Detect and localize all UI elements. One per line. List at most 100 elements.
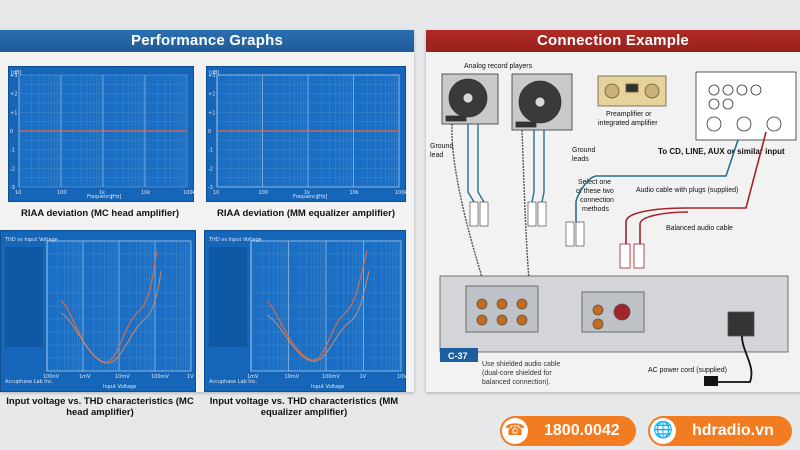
power-cord — [718, 335, 753, 383]
y-ticks: +3+2+10-1-2-3 — [10, 73, 17, 191]
x-tick-label: 10V — [397, 374, 407, 380]
x-tick-label: 10 — [15, 190, 21, 196]
x-axis-label: Frequency — [293, 194, 319, 200]
cable-plugs — [469, 201, 585, 247]
footer-label: Accuphase Lab Inc. — [5, 379, 54, 385]
y-ticks: +3+2+10-1-2-3 — [208, 73, 215, 191]
x-tick-label: 10 — [213, 190, 219, 196]
thd-mc-graph: THD vs Input Voltage 100nV 1mV 10mV 100mV 1V… — [0, 230, 196, 392]
xlr-plugs — [619, 243, 645, 269]
connection-example-title: Connection Example — [426, 30, 800, 52]
x-ticks: 10 100 1k 10k 100k — [213, 190, 408, 196]
x-unit: [Hz] — [111, 194, 121, 200]
to-inputs-label: To CD, LINE, AUX or similar input — [658, 147, 785, 156]
unit-label: [dB] — [11, 70, 22, 76]
y-tick-label: +3 — [208, 73, 215, 79]
y-tick-label: 0 — [10, 129, 13, 135]
y-tick-label: -3 — [208, 185, 213, 191]
note-line1: Use shielded audio cable — [482, 361, 560, 368]
unit-label: [dB] — [209, 70, 220, 76]
x-tick-label: 10k — [350, 190, 359, 196]
preamp-input-panel — [695, 71, 797, 141]
y-tick-label: -3 — [10, 185, 15, 191]
select-line3: connection — [580, 197, 614, 204]
balanced-cable-label: Balanced audio cable — [666, 225, 733, 232]
ground-lead-line1: Ground — [430, 143, 453, 150]
performance-graphs-title: Performance Graphs — [0, 30, 414, 52]
phone-bar[interactable]: ☎ 1800.0042 — [500, 416, 636, 446]
y-tick-label: +1 — [10, 110, 17, 116]
output-cables — [575, 131, 767, 244]
riaa-mm-caption: RIAA deviation (MM equalizer amplifier) — [216, 208, 396, 219]
x-tick-label: 1mV — [247, 374, 259, 380]
preamp-label-line1: Preamplifier or — [606, 111, 652, 118]
globe-icon: 🌐 — [650, 418, 676, 444]
y-tick-label: 0 — [208, 129, 211, 135]
connection-example-panel: Connection Example Analog record players… — [426, 30, 800, 392]
ground-lead-line2: lead — [430, 152, 443, 159]
x-tick-label: 1k — [304, 190, 310, 196]
x-tick-label: 10mV — [115, 374, 130, 380]
footer-label: Accuphase Lab Inc. — [209, 379, 258, 385]
phone-number: 1800.0042 — [544, 422, 620, 439]
thd-curve-1 — [60, 250, 158, 363]
x-tick-label: 100mV — [151, 374, 169, 380]
preamp-label-line2: integrated amplifier — [598, 120, 658, 127]
y-tick-label: +2 — [208, 92, 215, 98]
thd-mc-caption: Input voltage vs. THD characteristics (M… — [6, 396, 194, 418]
y-tick-label: +3 — [10, 73, 17, 79]
thd-curve-2 — [60, 270, 162, 364]
thd-curve-2 — [266, 270, 370, 362]
y-tick-label: -2 — [208, 166, 213, 172]
website-bar[interactable]: 🌐 hdradio.vn — [648, 416, 792, 446]
x-tick-label: 100mV — [322, 374, 340, 380]
settings-list — [209, 247, 247, 347]
note-line3: balanced connection). — [482, 379, 551, 386]
thd-mc-plot: THD vs Input Voltage 100nV 1mV 10mV 100mV 1V… — [4, 237, 194, 390]
x-tick-label: 100k — [183, 190, 196, 196]
select-line4: methods — [582, 206, 609, 213]
phone-icon: ☎ — [502, 418, 528, 444]
x-tick-label: 10k — [141, 190, 150, 196]
thd-mm-caption: Input voltage vs. THD characteristics (M… — [209, 396, 399, 418]
turntable-1 — [441, 73, 499, 125]
power-cord-label: AC power cord (supplied) — [648, 367, 727, 374]
thd-grid-lines — [46, 241, 191, 371]
connection-diagram: Analog record players Preamplifier or in… — [430, 63, 797, 386]
settings-list — [5, 247, 43, 347]
corner-title: THD vs Input Voltage — [208, 237, 262, 243]
corner-title: THD vs Input Voltage — [4, 237, 58, 243]
ground-leads-line1: Ground — [572, 147, 595, 154]
turntable-2 — [511, 73, 573, 131]
audio-cable-label: Audio cable with plugs (supplied) — [636, 187, 738, 194]
x-tick-label: 1V — [187, 374, 194, 380]
x-axis-label: Input Voltage — [103, 384, 136, 390]
x-ticks: 100nV 1mV 10mV 100mV 1V — [43, 374, 194, 380]
x-tick-label: 100nV — [43, 374, 60, 380]
riaa-mc-caption: RIAA deviation (MC head amplifier) — [21, 208, 179, 219]
x-tick-label: 1V — [360, 374, 367, 380]
preamplifier — [597, 75, 667, 107]
y-tick-label: -1 — [208, 148, 213, 154]
model-label: C-37 — [448, 351, 468, 361]
x-axis-label: Input Voltage — [311, 384, 344, 390]
x-tick-label: 100 — [259, 190, 269, 196]
model-badge: C-37 — [440, 348, 478, 362]
x-tick-label: 1mV — [79, 374, 91, 380]
x-tick-label: 100k — [395, 190, 408, 196]
y-tick-label: +2 — [10, 92, 17, 98]
x-tick-label: 1k — [99, 190, 105, 196]
x-axis-label: Frequency — [87, 194, 113, 200]
thd-curve-1 — [266, 250, 368, 361]
x-unit: [Hz] — [317, 194, 327, 200]
c37-rear-panel — [439, 275, 789, 353]
website-url: hdradio.vn — [692, 422, 774, 439]
y-tick-label: -1 — [10, 148, 15, 154]
select-line1: Select one — [578, 179, 611, 186]
